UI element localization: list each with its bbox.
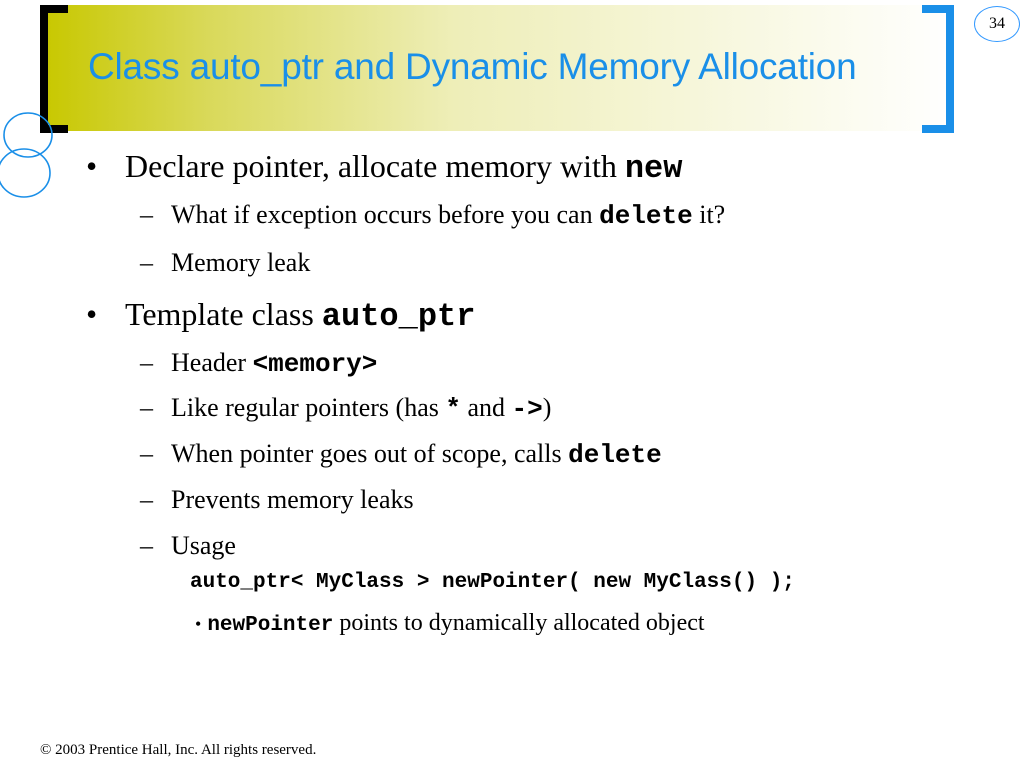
bullet-item: • (86, 148, 97, 185)
right-bracket-icon (922, 5, 954, 133)
bullet-label: Declare pointer, allocate memory with (125, 148, 625, 184)
sub-item-text: Memory leak (171, 248, 310, 278)
sub-item-label: Prevents memory leaks (171, 485, 414, 514)
title-background (45, 5, 955, 131)
bullet-marker: • (86, 148, 98, 184)
sub-item-label: and (460, 393, 512, 422)
usage-note: • newPointer points to dynamically alloc… (195, 610, 705, 637)
sub-item-code: -> (511, 394, 543, 424)
sub-item-text: Like regular pointers (has * and ->) (171, 393, 551, 424)
dash-marker: – (140, 531, 153, 560)
sub-item: – (140, 393, 153, 423)
sub-item-label: Memory leak (171, 248, 311, 277)
sub-item-text: Prevents memory leaks (171, 485, 414, 515)
sub-item: – (140, 248, 153, 278)
sub-item-text: When pointer goes out of scope, calls de… (171, 439, 662, 470)
dash-marker: – (140, 200, 153, 229)
bullet-code: new (624, 150, 683, 187)
small-bullet-marker: • (195, 614, 202, 634)
sub-item: – (140, 200, 153, 230)
usage-note-code: newPointer (207, 614, 334, 637)
sub-item-code: * (445, 394, 461, 424)
sub-item-label: ) (542, 393, 552, 422)
sub-item-label: Like regular pointers (has (171, 393, 446, 422)
bullet-text: Template class auto_ptr (125, 296, 475, 335)
bullet-text: Declare pointer, allocate memory with ne… (125, 148, 682, 187)
sub-item: – (140, 439, 153, 469)
dash-marker: – (140, 348, 153, 377)
page-number: 34 (974, 6, 1020, 42)
dash-marker: – (140, 485, 153, 514)
dash-marker: – (140, 248, 153, 277)
sub-item-code: delete (599, 201, 693, 231)
sub-item-code: delete (568, 440, 662, 470)
copyright-footer: © 2003 Prentice Hall, Inc. All rights re… (40, 742, 316, 759)
usage-note-text: points to dynamically allocated object (333, 610, 705, 636)
bullet-item: • (86, 296, 97, 333)
left-bracket-icon (40, 5, 68, 133)
bullet-marker: • (86, 296, 98, 332)
sub-item-text: Header <memory> (171, 348, 377, 379)
sub-item-code: <memory> (252, 349, 378, 379)
sub-item-text: Usage (171, 531, 236, 561)
sub-item-text: What if exception occurs before you can … (171, 200, 725, 231)
sub-item-label: it? (692, 200, 726, 229)
copyright-symbol: © (40, 742, 52, 758)
sub-item-label: What if exception occurs before you can (171, 200, 600, 229)
copyright-text: 2003 Prentice Hall, Inc. All rights rese… (51, 742, 317, 758)
decorative-circles-icon (0, 112, 53, 198)
sub-item: – (140, 348, 153, 378)
slide-title: Class auto_ptr and Dynamic Memory Alloca… (88, 46, 857, 87)
sub-item-label: When pointer goes out of scope, calls (171, 439, 569, 468)
dash-marker: – (140, 439, 153, 468)
bullet-label: Template class (125, 296, 322, 332)
bullet-code: auto_ptr (321, 298, 476, 335)
sub-item-label: Header (171, 348, 253, 377)
dash-marker: – (140, 393, 153, 422)
sub-item: – (140, 531, 153, 561)
sub-item: – (140, 485, 153, 515)
usage-code-line: auto_ptr< MyClass > newPointer( new MyCl… (190, 571, 795, 594)
sub-item-label: Usage (171, 531, 236, 560)
